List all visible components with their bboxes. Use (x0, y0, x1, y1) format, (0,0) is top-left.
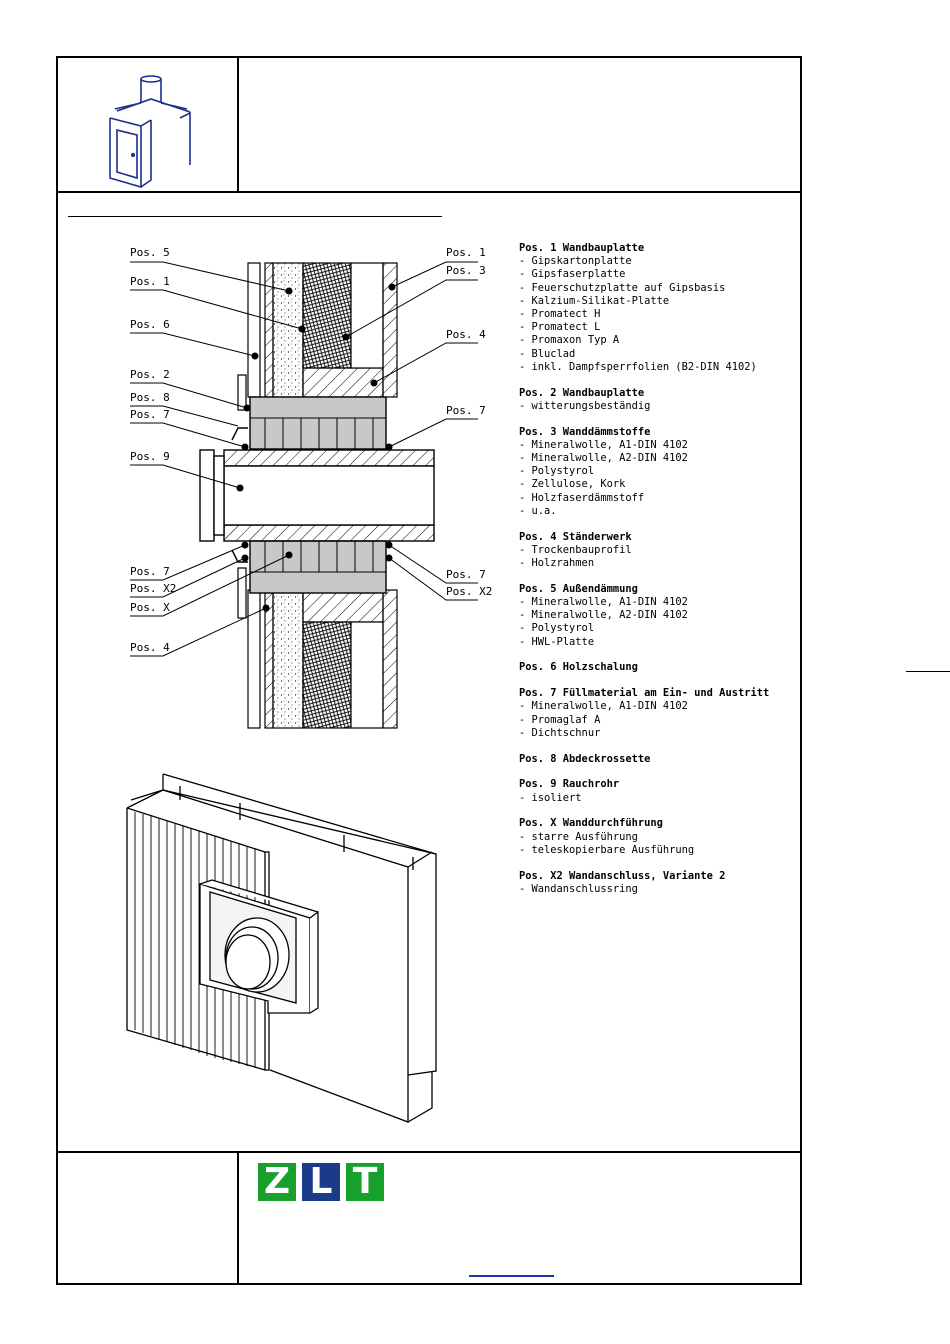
label-pos-7-lower: Pos. 7 (130, 565, 170, 578)
legend-group-title: Pos. X2 Wandanschluss, Variante 2 (519, 869, 726, 882)
legend: Pos. 1 Wandbauplatte- Gipskartonplatte- … (519, 242, 789, 909)
header-divider (56, 191, 802, 193)
legend-item: - Mineralwolle, A1-DIN 4102 (519, 700, 688, 713)
label-pos-4-right: Pos. 4 (446, 328, 486, 341)
legend-item: - Feuerschutzplatte auf Gipsbasis (519, 281, 726, 294)
wall-layers-lower (237, 374, 398, 729)
footer-link-underline[interactable] (469, 1275, 554, 1277)
legend-group-title: Pos. 7 Füllmaterial am Ein- und Austritt (519, 687, 770, 700)
legend-item: - HWL-Platte (519, 635, 595, 648)
header-logo-divider (237, 56, 239, 192)
smoke-pipe (199, 427, 435, 563)
page-frame (56, 56, 802, 1285)
label-pos-1-right: Pos. 1 (446, 246, 486, 259)
label-pos-8: Pos. 8 (130, 391, 170, 404)
label-pos-x2-right: Pos. X2 (446, 585, 492, 598)
legend-item: - isoliert (519, 791, 582, 804)
legend-item: - Wandanschlussring (519, 882, 638, 895)
zlt-logo-z: Z (258, 1163, 296, 1201)
legend-group: Pos. X2 Wandanschluss, Variante 2- Wanda… (519, 870, 789, 896)
legend-item: - witterungsbeständig (519, 399, 651, 412)
legend-group-title: Pos. 9 Rauchrohr (519, 778, 620, 791)
legend-group: Pos. X Wanddurchführung- starre Ausführu… (519, 817, 789, 857)
legend-group: Pos. 1 Wandbauplatte- Gipskartonplatte- … (519, 242, 789, 374)
footer-logo-divider (237, 1151, 239, 1285)
margin-mark (906, 671, 950, 672)
legend-group: Pos. 7 Füllmaterial am Ein- und Austritt… (519, 687, 789, 740)
zlt-letter-l: L (309, 1161, 333, 1202)
legend-item: - Promaxon Typ A (519, 334, 620, 347)
legend-item: - Trockenbauprofil (519, 543, 632, 556)
leader-lines (130, 261, 478, 657)
zlt-letter-t: T (352, 1161, 378, 1202)
legend-group: Pos. 2 Wandbauplatte- witterungsbeständi… (519, 387, 789, 413)
wall-layers-upper (247, 262, 398, 398)
label-pos-1: Pos. 1 (130, 275, 170, 288)
legend-group: Pos. 6 Holzschalung (519, 661, 789, 674)
legend-item: - Polystyrol (519, 622, 595, 635)
legend-item: - Mineralwolle, A1-DIN 4102 (519, 596, 688, 609)
legend-group: Pos. 8 Abdeckrossette (519, 753, 789, 766)
zlt-logo-l: L (302, 1163, 340, 1201)
legend-item: - u.a. (519, 504, 557, 517)
legend-group-title: Pos. 1 Wandbauplatte (519, 242, 645, 254)
legend-item: - Bluclad (519, 347, 576, 360)
legend-item: - Promaglaf A (519, 713, 601, 726)
legend-group: Pos. 5 Außendämmung- Mineralwolle, A1-DI… (519, 583, 789, 649)
legend-group-title: Pos. 5 Außendämmung (519, 582, 638, 595)
legend-group: Pos. 4 Ständerwerk- Trockenbauprofil- Ho… (519, 531, 789, 571)
legend-item: - Zellulose, Kork (519, 478, 626, 491)
position-labels-right: Pos. 1 Pos. 3 Pos. 4 Pos. 7 Pos. 7 Pos. … (446, 246, 492, 598)
legend-group-title: Pos. 3 Wanddämmstoffe (519, 425, 651, 438)
legend-item: - inkl. Dampfsperrfolien (B2-DIN 4102) (519, 360, 757, 373)
zlt-letter-z: Z (263, 1161, 291, 1202)
legend-item: - teleskopierbare Ausführung (519, 843, 695, 856)
legend-item: - Kalzium-Silikat-Platte (519, 294, 670, 307)
legend-item: - Mineralwolle, A1-DIN 4102 (519, 438, 688, 451)
legend-group-title: Pos. 6 Holzschalung (519, 661, 638, 674)
legend-item: - Holzrahmen (519, 557, 595, 570)
label-pos-7-right-upper: Pos. 7 (446, 404, 486, 417)
label-pos-x: Pos. X (130, 601, 170, 614)
legend-group-title: Pos. 4 Ständerwerk (519, 530, 632, 543)
label-pos-2: Pos. 2 (130, 368, 170, 381)
label-pos-x2: Pos. X2 (130, 582, 176, 595)
zlt-logo-t: T (346, 1163, 384, 1201)
legend-group-title: Pos. 8 Abdeckrossette (519, 752, 651, 765)
legend-item: - Promatect L (519, 321, 601, 334)
legend-group-title: Pos. 2 Wandbauplatte (519, 386, 645, 399)
legend-group-title: Pos. X Wanddurchführung (519, 817, 663, 830)
label-pos-3: Pos. 3 (446, 264, 486, 277)
leader-dots (236, 283, 396, 612)
legend-item: - starre Ausführung (519, 830, 638, 843)
legend-item: - Mineralwolle, A2-DIN 4102 (519, 609, 688, 622)
legend-item: - Promatect H (519, 308, 601, 321)
legend-item: - Polystyrol (519, 465, 595, 478)
legend-item: - Gipsfaserplatte (519, 268, 626, 281)
legend-item: - Dichtschnur (519, 726, 601, 739)
legend-item: - Holzfaserdämmstoff (519, 491, 645, 504)
label-pos-7-upper: Pos. 7 (130, 408, 170, 421)
label-pos-4-lower: Pos. 4 (130, 641, 170, 654)
position-labels-left: Pos. 5 Pos. 1 Pos. 6 Pos. 2 Pos. 8 Pos. … (130, 246, 176, 654)
footer-divider (56, 1151, 802, 1153)
label-pos-6: Pos. 6 (130, 318, 170, 331)
label-pos-9: Pos. 9 (130, 450, 170, 463)
legend-item: - Mineralwolle, A2-DIN 4102 (519, 452, 688, 465)
legend-group: Pos. 9 Rauchrohr- isoliert (519, 778, 789, 804)
label-pos-7-right-lower: Pos. 7 (446, 568, 486, 581)
title-underline (68, 216, 442, 217)
legend-item: - Gipskartonplatte (519, 255, 632, 268)
cross-section-diagram: Pos. 5 Pos. 1 Pos. 6 Pos. 2 Pos. 8 Pos. … (130, 246, 492, 729)
legend-group: Pos. 3 Wanddämmstoffe- Mineralwolle, A1-… (519, 426, 789, 518)
wall-sleeve (249, 396, 387, 594)
label-pos-5: Pos. 5 (130, 246, 170, 259)
